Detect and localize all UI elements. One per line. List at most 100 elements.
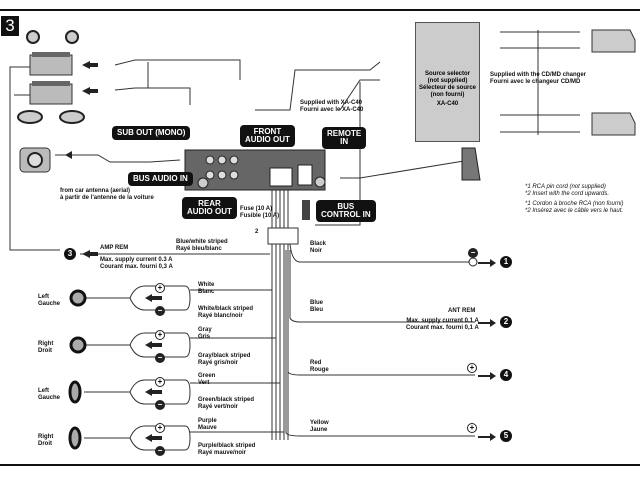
front-rca-wire xyxy=(114,59,241,80)
bus-audio-in-tag: BUS AUDIO IN xyxy=(128,172,193,186)
ref-2-badge: 2 xyxy=(500,316,512,328)
ref-4-badge: 4 xyxy=(500,369,512,381)
arrow-right-icon xyxy=(478,259,496,267)
source-selector-line3: Sélecteur de source xyxy=(418,85,477,91)
source-selector-model: XA-C40 xyxy=(436,101,459,107)
red-wire xyxy=(287,250,475,376)
source-selector-box: Source selector (not supplied) Sélecteur… xyxy=(415,22,480,142)
power-connector xyxy=(269,167,293,187)
footnotes: *1 RCA pin cord (not supplied) *2 Insert… xyxy=(525,184,624,214)
antenna-jack xyxy=(197,177,209,189)
ant-rem-wire xyxy=(289,250,475,323)
ground-terminal-icon xyxy=(468,257,478,267)
amplifier-rear xyxy=(29,81,73,105)
arrow-left-icon xyxy=(145,434,162,442)
minus-icon: − xyxy=(155,353,165,363)
remote-in-jack xyxy=(314,176,326,188)
ref-5-badge: 5 xyxy=(500,430,512,442)
minus-icon: − xyxy=(155,446,165,456)
sub-out-tag: SUB OUT (MONO) xyxy=(112,126,191,140)
rotary-commander-icon xyxy=(461,147,481,181)
arrow-left-icon xyxy=(82,87,98,95)
cd-changer-top-icon xyxy=(591,29,636,53)
bus-control-jack xyxy=(297,164,313,186)
arrow-right-icon xyxy=(478,319,496,327)
yellow-wire xyxy=(285,250,475,437)
minus-icon: − xyxy=(155,400,165,410)
arrow-left-icon xyxy=(145,294,162,302)
amp-rem-loop-wire xyxy=(9,66,60,251)
speaker-oval-right-icon xyxy=(59,110,85,124)
arrow-left-icon xyxy=(145,388,162,396)
yellow-plus-icon: + xyxy=(467,423,477,433)
sub-out-wire xyxy=(55,154,181,163)
amp-rem-label: AMP REM xyxy=(100,245,129,251)
door-speaker-front-right-icon xyxy=(69,336,87,354)
plus-icon: + xyxy=(155,330,165,340)
arrow-left-icon xyxy=(145,341,162,349)
source-selector-line2: (not supplied) xyxy=(427,78,468,84)
rear-rca-wire xyxy=(114,87,191,105)
plus-icon: + xyxy=(155,377,165,387)
ant-rem-label: ANT REM xyxy=(448,308,476,314)
arrow-left-icon xyxy=(82,61,98,69)
arrow-right-icon xyxy=(478,372,496,380)
door-speaker-front-left-icon xyxy=(69,289,87,307)
minus-icon: − xyxy=(155,306,165,316)
red-plus-icon: + xyxy=(467,363,477,373)
speaker-tweeter-right-icon xyxy=(65,30,79,44)
source-selector-line4: (non fourni) xyxy=(430,92,465,98)
speaker-oval-left-icon xyxy=(17,110,43,124)
cd-changer-bottom-icon xyxy=(591,112,636,136)
door-speaker-rear-left-icon xyxy=(68,380,82,404)
rca-jack-block xyxy=(205,155,239,180)
door-speaker-rear-right-icon xyxy=(68,426,82,450)
front-audio-out-tag: FRONT AUDIO OUT xyxy=(240,125,295,147)
ref-3-badge: 3 xyxy=(64,248,76,260)
ground-minus-icon: − xyxy=(468,248,478,258)
remote-in-wire xyxy=(340,159,471,179)
arrow-left-icon xyxy=(82,250,98,258)
plus-icon: + xyxy=(155,283,165,293)
bottom-rule xyxy=(0,464,640,466)
connector-marker: 2 xyxy=(255,229,259,235)
remote-in-tag: REMOTE IN xyxy=(322,127,367,149)
bus-cable-plug xyxy=(302,200,310,220)
ground-wire xyxy=(289,243,470,263)
antenna-note: from car antenna (aerial)à partir de l'a… xyxy=(60,188,154,201)
bus-control-in-tag: BUS CONTROL IN xyxy=(316,200,376,222)
speaker-tweeter-left-icon xyxy=(26,30,40,44)
section-number: 3 xyxy=(1,16,19,36)
plus-icon: + xyxy=(155,423,165,433)
amplifier-front xyxy=(29,52,73,76)
rear-audio-out-tag: REAR AUDIO OUT xyxy=(182,197,237,219)
arrow-right-icon xyxy=(478,433,496,441)
arrow-left-icon xyxy=(65,151,72,159)
harness-connector xyxy=(267,227,299,245)
ref-1-badge: 1 xyxy=(500,256,512,268)
fuse-note: Fuse (10 A)Fusible (10 A) xyxy=(240,206,280,219)
top-rule xyxy=(0,9,640,11)
